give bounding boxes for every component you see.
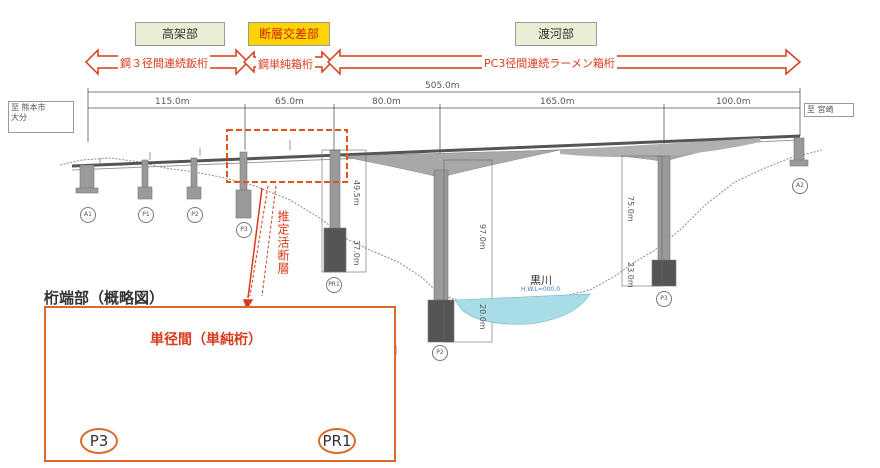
inset-title: 桁端部（概略図） bbox=[44, 289, 165, 307]
p2-dim bbox=[443, 159, 493, 343]
support-label-p3-steel: P3 bbox=[236, 222, 252, 238]
end-label-left: 至 熊本市 大分 bbox=[8, 101, 74, 133]
pier-p1 bbox=[137, 159, 153, 200]
girder-label-pc3: PC3径間連続ラーメン箱桁 bbox=[482, 55, 617, 71]
support-label-p1: P1 bbox=[138, 207, 154, 223]
fault-lines bbox=[249, 185, 277, 297]
height-p3: 75.0m bbox=[626, 196, 635, 222]
pr1-dim bbox=[321, 149, 367, 273]
span-3: 80.0m bbox=[372, 97, 401, 107]
bridge-deck bbox=[71, 134, 801, 179]
river-name: 黒川 bbox=[530, 274, 552, 287]
span-4: 165.0m bbox=[540, 97, 575, 107]
girder-label-steel3: 鋼３径間連続鈑桁 bbox=[118, 55, 210, 71]
height-p3-foundation: 23.0m bbox=[626, 262, 635, 288]
support-label-a1: A1 bbox=[80, 207, 96, 223]
pier-p2-steel bbox=[186, 157, 202, 200]
support-label-a2: A2 bbox=[792, 178, 808, 194]
girder-label-steel-simple: 鋼単純箱桁 bbox=[256, 56, 315, 72]
river-water bbox=[454, 293, 591, 325]
inset-pier-p3: P3 bbox=[80, 428, 118, 454]
span-2: 65.0m bbox=[275, 97, 304, 107]
total-dimension bbox=[87, 88, 801, 142]
inset-span-label: 単径間（単純桁） bbox=[150, 332, 262, 348]
span-dimension bbox=[88, 104, 800, 156]
height-p2-foundation: 20.0m bbox=[478, 304, 487, 330]
pier-p2 bbox=[427, 169, 455, 343]
support-label-p2-steel: P2 bbox=[187, 207, 203, 223]
height-pr1: 49.5m bbox=[352, 180, 361, 206]
support-label-pr1: PR1 bbox=[326, 277, 342, 293]
abutment-a2 bbox=[789, 137, 809, 167]
fault-label: 推定活断層 bbox=[276, 210, 290, 275]
support-label-p2: P2 bbox=[432, 345, 448, 361]
height-p2: 97.0m bbox=[478, 224, 487, 250]
fault-arrow bbox=[242, 187, 263, 310]
section-label-river-crossing: 渡河部 bbox=[515, 22, 597, 46]
height-pr1-foundation: 37.0m bbox=[352, 240, 361, 266]
total-length: 505.0m bbox=[425, 81, 460, 91]
pier-p3 bbox=[651, 155, 677, 287]
section-label-fault-crossing: 断層交差部 bbox=[248, 22, 330, 46]
girder-ticks bbox=[99, 140, 291, 164]
abutment-a1 bbox=[75, 164, 99, 194]
section-label-elevated: 高架部 bbox=[135, 22, 225, 46]
end-label-right: 至 宮崎 bbox=[804, 103, 854, 117]
inset-pier-pr1: PR1 bbox=[318, 428, 356, 454]
p3-dim bbox=[621, 155, 663, 287]
span-1: 115.0m bbox=[155, 97, 190, 107]
span-5: 100.0m bbox=[716, 97, 751, 107]
pier-p3-steel bbox=[235, 151, 252, 219]
water-level: H.W.L=000.0 bbox=[521, 286, 561, 293]
support-label-p3: P3 bbox=[656, 291, 672, 307]
pier-pr1 bbox=[323, 149, 347, 273]
fault-highlight-box bbox=[226, 129, 348, 183]
